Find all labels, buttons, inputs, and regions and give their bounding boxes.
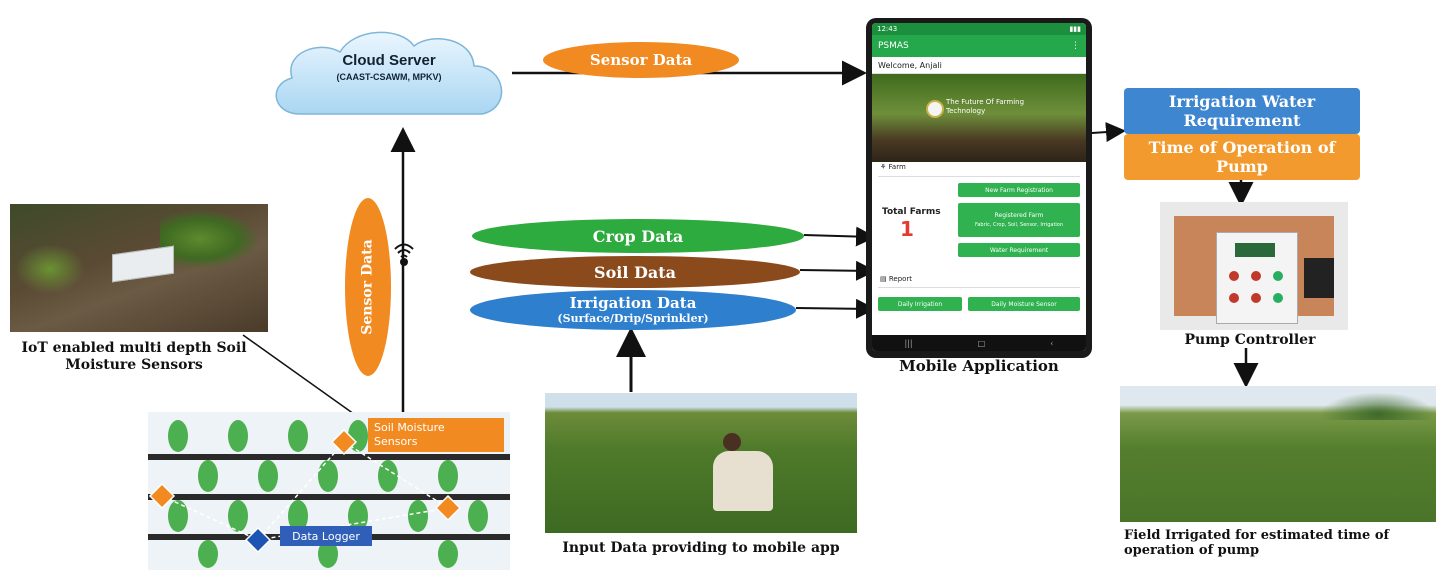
crop-data-label: Crop Data [592,226,684,246]
display-icon [1235,243,1275,257]
person-figure [723,433,741,451]
farm-icon: ⚘ [880,163,889,171]
tree-line [1320,392,1436,420]
soil-moisture-sensors-label: Soil Moisture Sensors [368,418,504,452]
app-banner: The Future Of Farming Technology [872,74,1086,162]
field-irrigated-caption: Field Irrigated for estimated time of op… [1124,528,1390,558]
sensor-device-icon [112,245,174,283]
report-icon: ▤ [880,275,889,283]
cloud-icon [275,31,503,115]
button-icon [1251,293,1261,303]
arrow-soil-to-app [799,260,876,281]
sensor-data-pill-top: Sensor Data [543,42,739,78]
welcome-text: Welcome, Anjali [872,57,1086,74]
sensor-data-top-label: Sensor Data [589,51,693,69]
field-layout-illustration: Soil Moisture Sensors Data Logger [148,412,510,570]
total-farms-label: Total Farms [882,207,941,217]
irrigation-water-requirement-box: Irrigation Water Requirement [1124,88,1360,134]
banner-text: The Future Of Farming Technology [946,98,1025,115]
connector-sensor-to-layout [242,334,369,425]
soil-sensor-photo [10,204,268,332]
time-of-operation-box: Time of Operation of Pump [1124,134,1360,180]
menu-icon[interactable]: ⋮ [1071,41,1080,51]
arrow-app-to-requirement [1091,122,1126,143]
mobile-app-caption: Mobile Application [899,357,1059,375]
nav-bar: ||| □ ‹ [872,335,1086,351]
arrow-crop-to-app [803,226,876,247]
home-icon[interactable]: □ [977,338,986,348]
app-title: PSMAS [878,41,909,51]
registered-farm-button[interactable]: Registered Farm Fabric, Crop, Soil, Sens… [958,203,1080,237]
daily-irrigation-button[interactable]: Daily Irrigation [878,297,962,311]
input-data-photo [545,393,857,533]
sensor-data-pill-vertical: Sensor Data [345,198,391,376]
soil-data-pill: Soil Data [470,256,800,288]
plant-leaves [160,209,260,269]
irrigation-data-sub: (Surface/Drip/Sprinkler) [557,312,709,325]
soil-data-label: Soil Data [594,262,676,282]
sensor-data-vertical-label: Sensor Data [360,239,377,335]
arrow-irrigation-to-app [795,298,876,319]
button-icon [1229,293,1239,303]
person-figure [713,451,773,511]
sensor-photo-caption: IoT enabled multi depth Soil Moisture Se… [21,340,247,373]
button-icon [1251,271,1261,281]
cloud-title: Cloud Server [342,52,436,69]
button-icon [1229,271,1239,281]
back-icon[interactable]: ‹ [1050,338,1054,348]
pump-controller-caption: Pump Controller [1184,332,1316,348]
data-logger-label: Data Logger [280,526,372,546]
cloud-subtitle: (CAAST-CSAWM, MPKV) [336,72,442,82]
recent-apps-icon[interactable]: ||| [904,338,913,348]
water-requirement-button[interactable]: Water Requirement [958,243,1080,257]
app-bar: PSMAS ⋮ [872,35,1086,57]
controller-box [1216,232,1298,324]
logo-icon [926,100,944,118]
total-farms-value: 1 [900,217,914,241]
irrigation-data-pill: Irrigation Data (Surface/Drip/Sprinkler) [470,290,796,330]
battery-icon: ▮▮▮ [1069,25,1081,33]
mobile-phone-mockup: 12:43▮▮▮ PSMAS ⋮ Welcome, Anjali The Futu… [866,18,1092,358]
cloud-server: Cloud Server (CAAST-CSAWM, MPKV) [262,22,516,130]
button-icon [1273,271,1283,281]
button-icon [1273,293,1283,303]
crop-data-pill: Crop Data [472,219,804,253]
report-section-label: ▤ Report [880,275,913,283]
irrigation-data-label: Irrigation Data [569,294,697,312]
section-divider [878,176,1080,177]
device-icon [1304,258,1334,298]
farm-section-label: ⚘ Farm [880,163,906,171]
daily-moisture-sensor-button[interactable]: Daily Moisture Sensor [968,297,1080,311]
wifi-icon [394,243,414,266]
field-irrigated-photo [1120,386,1436,522]
new-farm-registration-button[interactable]: New Farm Registration [958,183,1080,197]
status-bar: 12:43▮▮▮ [872,23,1086,35]
section-divider [878,287,1080,288]
pump-controller-photo [1160,202,1348,330]
input-photo-caption: Input Data providing to mobile app [562,540,840,556]
plant-leaves [15,244,85,294]
phone-screen: 12:43▮▮▮ PSMAS ⋮ Welcome, Anjali The Futu… [872,23,1086,351]
